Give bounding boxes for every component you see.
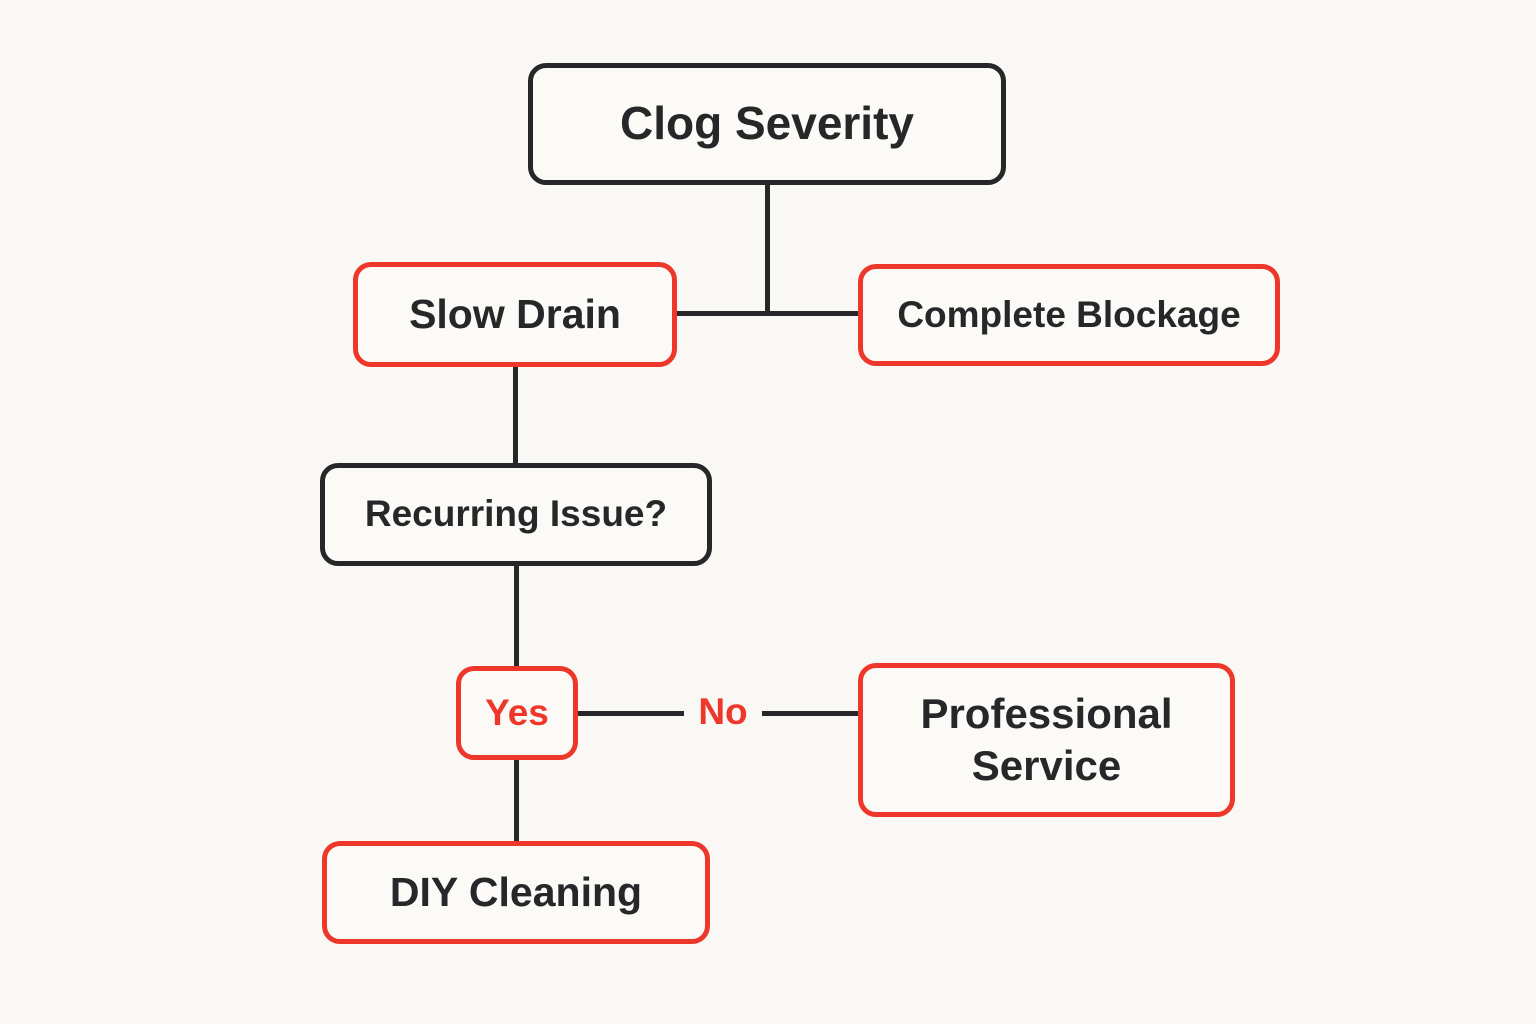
connector-yes-to-no-label bbox=[578, 711, 684, 716]
node-yes: Yes bbox=[456, 666, 578, 760]
node-professional-service: Professional Service bbox=[858, 663, 1235, 817]
connector-clog-to-row2 bbox=[765, 185, 770, 315]
node-recurring-issue: Recurring Issue? bbox=[320, 463, 712, 566]
node-diy-cleaning: DIY Cleaning bbox=[322, 841, 710, 944]
node-complete-blockage: Complete Blockage bbox=[858, 264, 1280, 366]
connector-no-label-to-service bbox=[762, 711, 858, 716]
connector-slow-to-complete bbox=[677, 311, 858, 316]
node-clog-severity: Clog Severity bbox=[528, 63, 1006, 185]
connector-yes-to-diy bbox=[514, 760, 519, 841]
connector-recurring-to-yes bbox=[514, 566, 519, 666]
connector-slow-to-recurring bbox=[513, 367, 518, 463]
edge-label-no: No bbox=[698, 691, 748, 732]
node-slow-drain: Slow Drain bbox=[353, 262, 677, 367]
